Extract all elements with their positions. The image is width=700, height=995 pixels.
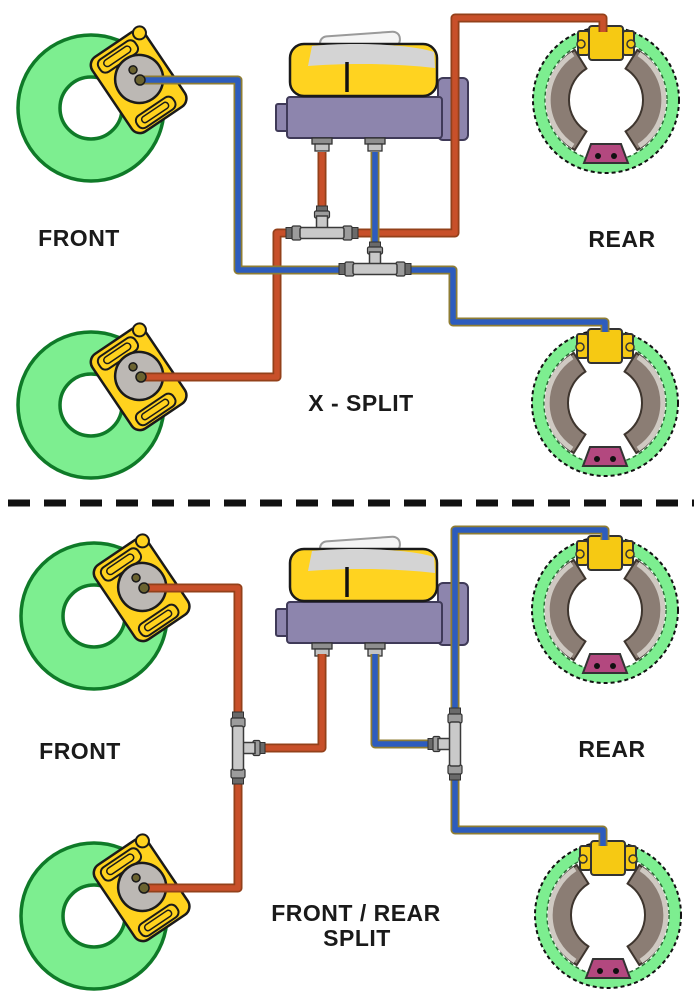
- tee-fitting-icon: [230, 711, 266, 785]
- rear-label: REAR: [578, 736, 645, 762]
- disc-brake-icon: [19, 830, 198, 991]
- front-rear-split-panel: FRONT REAR FRONT / REAR SPLIT: [19, 525, 681, 991]
- panel-caption: X - SPLIT: [308, 390, 413, 416]
- drum-brake-icon: [532, 536, 678, 683]
- caliper-fitting-icon: [135, 371, 147, 383]
- tee-fitting-icon: [285, 205, 359, 241]
- master-cylinder-icon: [274, 534, 470, 658]
- disc-brake-icon: [16, 319, 195, 480]
- caliper-fitting-icon: [138, 582, 150, 594]
- x-split-panel: FRONT REAR X - SPLIT: [16, 13, 679, 480]
- panel-caption-line2: SPLIT: [323, 925, 391, 951]
- master-cylinder-icon: [274, 29, 470, 153]
- disc-brake-icon: [16, 22, 195, 183]
- drum-brake-icon: [535, 841, 681, 988]
- rear-label: REAR: [588, 226, 655, 252]
- front-label: FRONT: [39, 738, 121, 764]
- tee-fitting-icon: [427, 707, 463, 781]
- drum-brake-icon: [532, 329, 678, 476]
- front-label: FRONT: [38, 225, 120, 251]
- caliper-fitting-icon: [138, 882, 150, 894]
- caliper-fitting-icon: [134, 74, 146, 86]
- tee-fitting-icon: [338, 241, 412, 277]
- disc-brake-icon: [19, 530, 198, 691]
- drum-brake-icon: [533, 26, 679, 173]
- panel-caption-line1: FRONT / REAR: [271, 900, 441, 926]
